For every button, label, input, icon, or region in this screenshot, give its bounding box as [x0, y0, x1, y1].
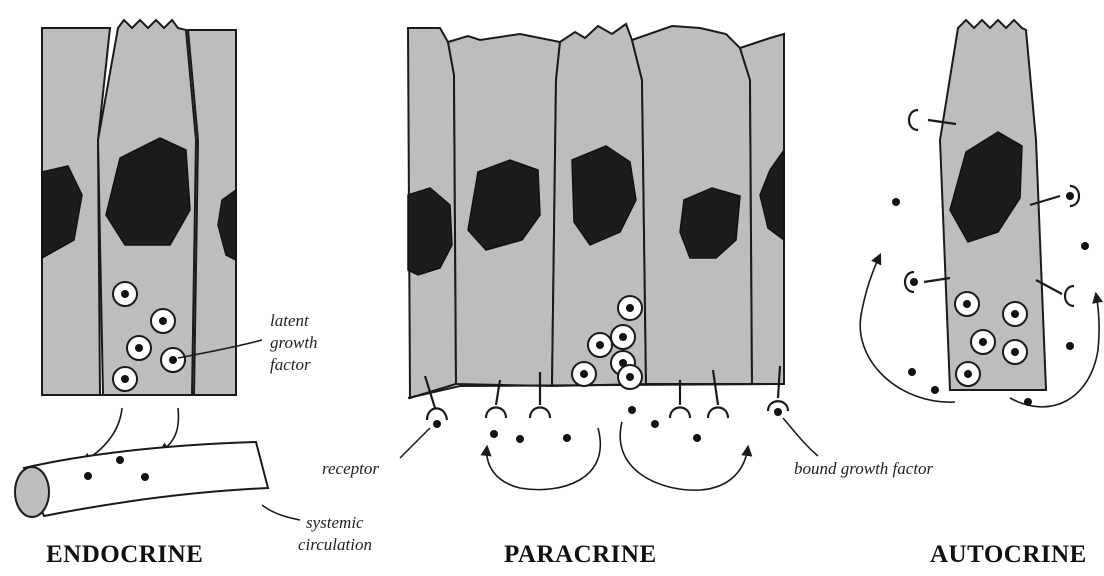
systemic-label-line2: circulation — [298, 535, 372, 554]
paracrine-basal-line — [408, 384, 784, 398]
paracrine-arrow-right — [620, 422, 748, 490]
receptor-label: receptor — [322, 459, 379, 478]
bound-growth-factor-pointer — [783, 418, 818, 456]
paracrine-panel — [400, 24, 818, 490]
systemic-label-line1: systemic — [306, 513, 364, 532]
autocrine-arrow-left — [860, 255, 955, 402]
paracrine-arrow-left — [487, 428, 601, 490]
endocrine-title: ENDOCRINE — [46, 541, 203, 568]
latent-label-line3: factor — [270, 355, 311, 374]
latent-label-line1: latent — [270, 311, 310, 330]
endocrine-panel — [15, 20, 300, 520]
paracrine-title: PARACRINE — [504, 541, 657, 568]
latent-label-line2: growth — [270, 333, 318, 352]
receptor-pointer — [400, 428, 430, 458]
systemic-circulation-pointer — [262, 505, 300, 520]
vessel-lumen-end — [15, 467, 49, 517]
paracrine-free-factors — [490, 406, 701, 443]
autocrine-title: AUTOCRINE — [930, 541, 1087, 568]
bound-growth-factor-label: bound growth factor — [794, 459, 934, 478]
autocrine-panel — [860, 20, 1099, 407]
